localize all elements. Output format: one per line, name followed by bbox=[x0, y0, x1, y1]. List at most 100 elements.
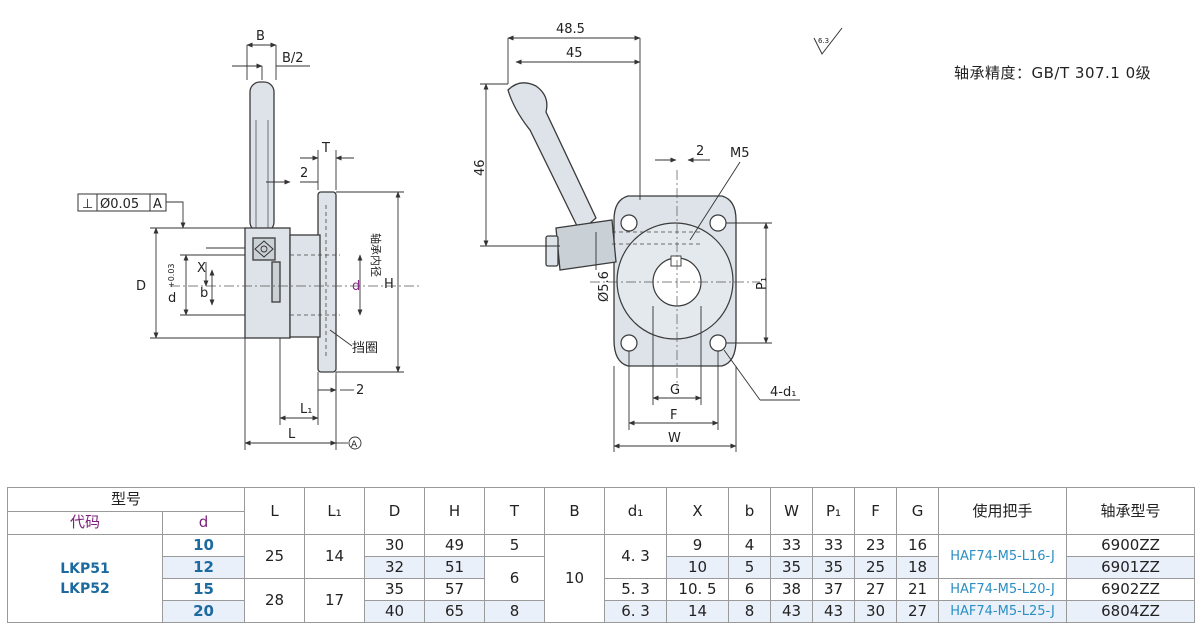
dim-G: G bbox=[670, 383, 680, 398]
cell-d1: 4. 3 bbox=[604, 534, 668, 579]
cell-handle: HAF74-M5-L16-J bbox=[938, 534, 1068, 579]
cell-P1: 33 bbox=[812, 534, 856, 557]
header-L1: L₁ bbox=[304, 487, 366, 535]
tolerance-value: Ø0.05 bbox=[100, 197, 139, 212]
dim-B: B bbox=[256, 29, 265, 44]
cell-X: 14 bbox=[666, 600, 730, 623]
clamp-lever bbox=[507, 82, 597, 234]
surface-finish-mark: 6.3 bbox=[813, 27, 843, 55]
dim-46: 46 bbox=[473, 159, 488, 176]
header-P1: P₁ bbox=[812, 487, 856, 535]
perpendicularity-icon: ⊥ bbox=[82, 197, 93, 212]
cell-D: 35 bbox=[364, 578, 426, 601]
cell-D: 40 bbox=[364, 600, 426, 623]
cell-H: 51 bbox=[424, 556, 486, 579]
svg-text:6.3: 6.3 bbox=[818, 37, 829, 45]
dim-X: X bbox=[197, 261, 206, 276]
dim-B-half: B/2 bbox=[282, 51, 304, 66]
cell-d: 12 bbox=[161, 556, 246, 579]
table-row: 12 32 51 6 10 5 35 35 25 18 6901ZZ bbox=[8, 556, 1196, 601]
cell-W: 38 bbox=[770, 578, 814, 601]
dim-P1: P₁ bbox=[755, 277, 770, 290]
header-L: L bbox=[244, 487, 306, 535]
header-code: 代码 bbox=[7, 510, 163, 535]
dim-T: T bbox=[321, 141, 330, 156]
dim-d-tolerance: +0.03 bbox=[167, 263, 176, 288]
cell-X: 10. 5 bbox=[666, 578, 730, 601]
cell-H: 57 bbox=[424, 578, 486, 601]
dim-45: 45 bbox=[566, 46, 583, 61]
mount-hole-br bbox=[709, 334, 727, 352]
cell-d: 15 bbox=[161, 578, 246, 601]
cell-P1: 35 bbox=[812, 556, 856, 579]
cell-G: 21 bbox=[896, 578, 940, 601]
cell-W: 33 bbox=[770, 534, 814, 557]
header-T: T bbox=[484, 487, 546, 535]
cell-bearing: 6902ZZ bbox=[1066, 578, 1196, 601]
dim-2-lower: 2 bbox=[356, 383, 364, 398]
dim-H: H bbox=[384, 277, 394, 292]
bearing-bore-label: 轴承内径 bbox=[369, 233, 383, 277]
cell-L: 25 bbox=[244, 534, 306, 579]
cell-D: 30 bbox=[364, 534, 426, 557]
cell-handle: HAF74-M5-L20-J bbox=[938, 578, 1068, 601]
dim-b: b bbox=[200, 286, 208, 301]
cell-b: 5 bbox=[728, 556, 772, 579]
cell-G: 18 bbox=[896, 556, 940, 579]
dim-d: d bbox=[168, 291, 176, 306]
side-view: B B/2 T 2 ⊥ Ø0.05 A D bbox=[77, 29, 420, 450]
cell-b: 4 bbox=[728, 534, 772, 557]
spec-table: 型号 L L₁ D H T B d₁ X b W P₁ F G 使用把手 轴承型… bbox=[6, 487, 1196, 623]
dim-L1: L₁ bbox=[300, 402, 312, 417]
cell-d: 10 bbox=[161, 534, 246, 557]
model-code-lkp52: LKP52 bbox=[60, 580, 110, 597]
cell-T: 6 bbox=[484, 556, 546, 601]
cell-P1: 37 bbox=[812, 578, 856, 601]
cell-W: 43 bbox=[770, 600, 814, 623]
cell-B: 10 bbox=[544, 534, 606, 623]
dim-D: D bbox=[136, 279, 146, 294]
table-row: 20 40 65 8 6. 3 14 8 43 43 30 27 HAF74-M… bbox=[8, 600, 1196, 623]
cell-b: 8 bbox=[728, 600, 772, 623]
table-row: 15 28 17 35 57 5. 3 10. 5 6 38 37 27 21 … bbox=[8, 578, 1196, 623]
cell-G: 27 bbox=[896, 600, 940, 623]
cell-bearing: 6900ZZ bbox=[1066, 534, 1196, 557]
tolerance-datum: A bbox=[153, 197, 162, 212]
header-G: G bbox=[896, 487, 940, 535]
header-b: b bbox=[728, 487, 772, 535]
header-B: B bbox=[544, 487, 606, 535]
cell-X: 10 bbox=[666, 556, 730, 579]
header-bearing: 轴承型号 bbox=[1066, 487, 1196, 535]
cell-F: 25 bbox=[854, 556, 898, 579]
cell-bearing: 6804ZZ bbox=[1066, 600, 1196, 623]
cell-T: 5 bbox=[484, 534, 546, 557]
lever-handle bbox=[249, 81, 275, 233]
knob bbox=[252, 237, 276, 261]
dim-2-upper: 2 bbox=[300, 166, 308, 181]
cell-F: 30 bbox=[854, 600, 898, 623]
header-D: D bbox=[364, 487, 426, 535]
thread-M5-label: M5 bbox=[730, 146, 750, 161]
cell-P1: 43 bbox=[812, 600, 856, 623]
header-handle: 使用把手 bbox=[938, 487, 1068, 535]
cell-T: 8 bbox=[484, 600, 546, 623]
mount-hole-tr bbox=[709, 214, 727, 232]
model-codes: LKP51 LKP52 bbox=[7, 534, 163, 623]
cell-handle: HAF74-M5-L25-J bbox=[938, 600, 1068, 623]
datum-A-label: A bbox=[351, 440, 358, 450]
front-view: 48.5 45 46 2 M5 Ø5.6 P₁ 4-d₁ G bbox=[473, 22, 800, 452]
header-d1: d₁ bbox=[604, 487, 668, 535]
cell-d1: 5. 3 bbox=[604, 578, 668, 601]
dim-F: F bbox=[670, 408, 677, 423]
flange bbox=[317, 191, 337, 373]
mount-hole-bl bbox=[620, 334, 638, 352]
header-model-group: 型号 bbox=[6, 487, 246, 512]
cell-d1: 6. 3 bbox=[604, 600, 668, 623]
header-X: X bbox=[666, 487, 730, 535]
cell-H: 49 bbox=[424, 534, 486, 557]
cell-b: 6 bbox=[728, 578, 772, 601]
header-W: W bbox=[770, 487, 814, 535]
tolerance-frame: ⊥ Ø0.05 A bbox=[77, 193, 186, 229]
technical-drawing: B B/2 T 2 ⊥ Ø0.05 A D bbox=[77, 22, 843, 452]
cell-L1: 14 bbox=[304, 534, 366, 579]
